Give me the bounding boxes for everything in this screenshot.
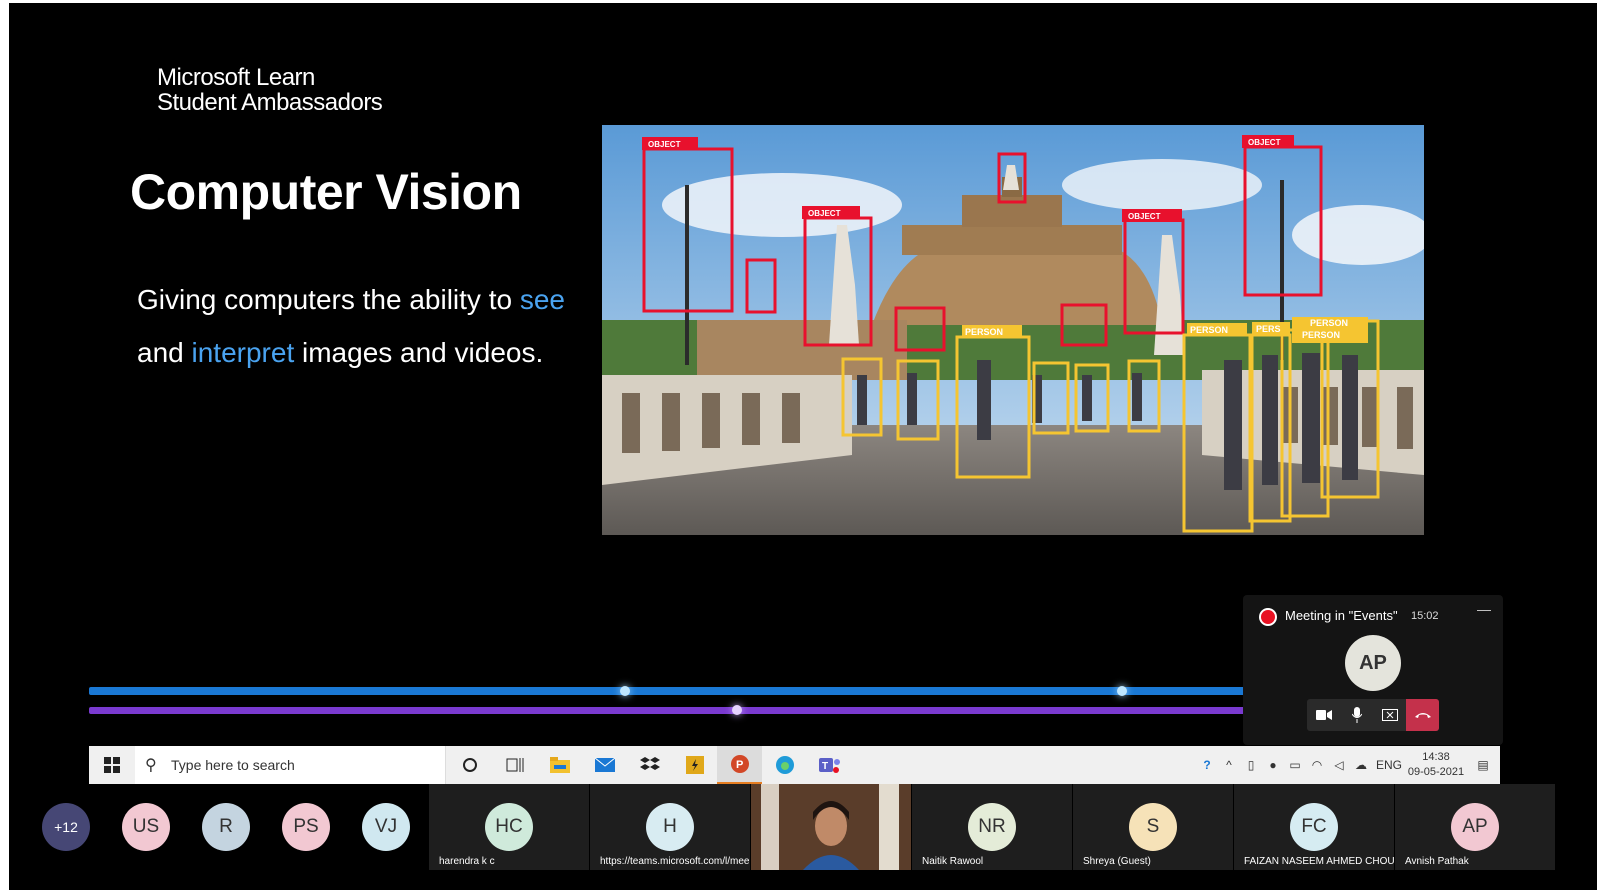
box-label: OBJECT — [648, 140, 681, 149]
participant-tile[interactable]: AP Avnish Pathak — [1395, 784, 1555, 870]
camera-icon[interactable] — [1307, 699, 1340, 731]
avatar: FC — [1290, 803, 1338, 851]
teams-icon[interactable]: T — [807, 746, 852, 784]
body-word-and: and — [137, 337, 192, 368]
windows-start-icon[interactable] — [89, 746, 135, 784]
avatar: S — [1129, 803, 1177, 851]
box-label: PERSON — [1310, 318, 1348, 328]
progress-bar-blue — [89, 687, 1496, 695]
box-label: PERSON — [1302, 330, 1340, 340]
participant-tile[interactable]: FC FAIZAN NASEEM AHMED CHOUDH... — [1234, 784, 1394, 870]
body-word-interpret: interpret — [191, 337, 295, 368]
edge-icon[interactable] — [762, 746, 807, 784]
microphone-icon[interactable] — [1340, 699, 1373, 731]
progress-bar-purple — [89, 707, 1496, 714]
participant-tile[interactable]: S Shreya (Guest) — [1073, 784, 1233, 870]
participant-name: FAIZAN NASEEM AHMED CHOUDH... — [1244, 856, 1394, 867]
taskbar-search-box[interactable]: ⚲ Type here to search — [135, 746, 446, 784]
avatar[interactable]: R — [202, 803, 250, 851]
screen-share-frame: Microsoft Learn Student Ambassadors Comp… — [9, 3, 1597, 890]
meeting-title: Meeting in "Events" — [1285, 608, 1398, 623]
body-text-2: images and videos. — [294, 337, 544, 368]
slide-title: Computer Vision — [130, 164, 522, 220]
taskbar-clock[interactable]: 14:38 09-05-2021 — [1406, 750, 1466, 780]
system-tray: ? ^ ▯ ● ▭ ◠ ◁ ☁ ENG 14:38 09-05-2021 ▤ — [1196, 746, 1500, 784]
minimize-button[interactable]: — — [1477, 601, 1491, 617]
clock-time: 14:38 — [1422, 751, 1450, 763]
recording-icon — [1261, 610, 1275, 624]
participant-name: https://teams.microsoft.com/l/mee... — [600, 856, 750, 867]
powerpoint-icon[interactable]: P — [717, 746, 762, 784]
chevron-up-icon[interactable]: ^ — [1226, 758, 1232, 772]
avatar[interactable]: US — [122, 803, 170, 851]
glint — [732, 705, 742, 715]
glint — [1117, 686, 1127, 696]
box-label: PERSON — [1190, 325, 1228, 335]
mail-icon[interactable] — [582, 746, 627, 784]
box-label: OBJECT — [808, 209, 841, 218]
msla-logo: Microsoft Learn Student Ambassadors — [157, 64, 383, 116]
svg-text:P: P — [736, 759, 743, 771]
participant-name: Naitik Rawool — [922, 856, 984, 867]
avatar: NR — [968, 803, 1016, 851]
windows-taskbar: ⚲ Type here to search P T ? ^ ▯ ● ▭ ◠ ◁ … — [89, 746, 1500, 784]
cortana-icon[interactable] — [447, 746, 492, 784]
file-explorer-icon[interactable] — [537, 746, 582, 784]
device-icon[interactable]: ▯ — [1247, 758, 1255, 772]
box-label: PERSON — [965, 327, 1003, 337]
battery-icon[interactable]: ▭ — [1289, 758, 1301, 772]
box-label: OBJECT — [1248, 138, 1281, 147]
participant-tile[interactable]: HC harendra k c — [429, 784, 589, 870]
participant-name: Avnish Pathak — [1405, 856, 1469, 867]
participant-name: Shreya (Guest) — [1083, 856, 1151, 867]
body-text-1: Giving computers the ability to — [137, 284, 513, 315]
search-icon: ⚲ — [145, 757, 157, 774]
participant-video-tile[interactable] — [751, 784, 911, 870]
sticky-app-icon[interactable] — [672, 746, 717, 784]
meeting-timer: 15:02 — [1411, 610, 1439, 622]
box-label: OBJECT — [1128, 212, 1161, 221]
avatar[interactable]: PS — [282, 803, 330, 851]
task-view-icon[interactable] — [492, 746, 537, 784]
overflow-count[interactable]: +12 — [42, 803, 90, 851]
hang-up-icon[interactable] — [1406, 699, 1439, 731]
wifi-icon[interactable]: ◠ — [1311, 758, 1323, 772]
participant-tile[interactable]: H https://teams.microsoft.com/l/mee... — [590, 784, 750, 870]
logo-line-1: Microsoft Learn — [157, 64, 315, 91]
participant-strip: +12 US R PS VJ HC harendra k c H https:/… — [9, 784, 1597, 870]
avatar[interactable]: VJ — [362, 803, 410, 851]
avatar: HC — [485, 803, 533, 851]
volume-icon[interactable]: ◁ — [1334, 758, 1344, 772]
participant-name: harendra k c — [439, 856, 495, 867]
mic-in-use-icon[interactable]: ● — [1269, 758, 1277, 772]
glint — [620, 686, 630, 696]
search-placeholder: Type here to search — [171, 757, 295, 773]
avatar: AP — [1345, 635, 1401, 691]
dropbox-icon[interactable] — [627, 746, 672, 784]
box-label: PERS — [1256, 324, 1281, 334]
onedrive-icon[interactable]: ☁ — [1355, 758, 1367, 772]
avatar: AP — [1451, 803, 1499, 851]
taskbar-apps: P T — [447, 746, 852, 784]
body-word-see: see — [519, 284, 565, 315]
clock-date: 09-05-2021 — [1407, 766, 1465, 778]
stop-sharing-icon[interactable] — [1373, 699, 1406, 731]
help-icon[interactable]: ? — [1203, 758, 1211, 772]
participant-tile[interactable]: NR Naitik Rawool — [912, 784, 1072, 870]
slide-body: Giving computers the ability to see and … — [137, 273, 567, 379]
notifications-icon[interactable]: ▤ — [1477, 758, 1489, 772]
hero-image: OBJECT OBJECT OBJECT OBJECT — [602, 125, 1424, 535]
logo-line-2: Student Ambassadors — [157, 89, 383, 116]
participant-video — [751, 784, 911, 870]
call-controls — [1307, 699, 1439, 731]
avatar: H — [646, 803, 694, 851]
svg-text:T: T — [822, 761, 828, 772]
meeting-mini-window[interactable]: Meeting in "Events" 15:02 — AP — [1243, 595, 1503, 745]
language-indicator[interactable]: ENG — [1375, 758, 1402, 772]
